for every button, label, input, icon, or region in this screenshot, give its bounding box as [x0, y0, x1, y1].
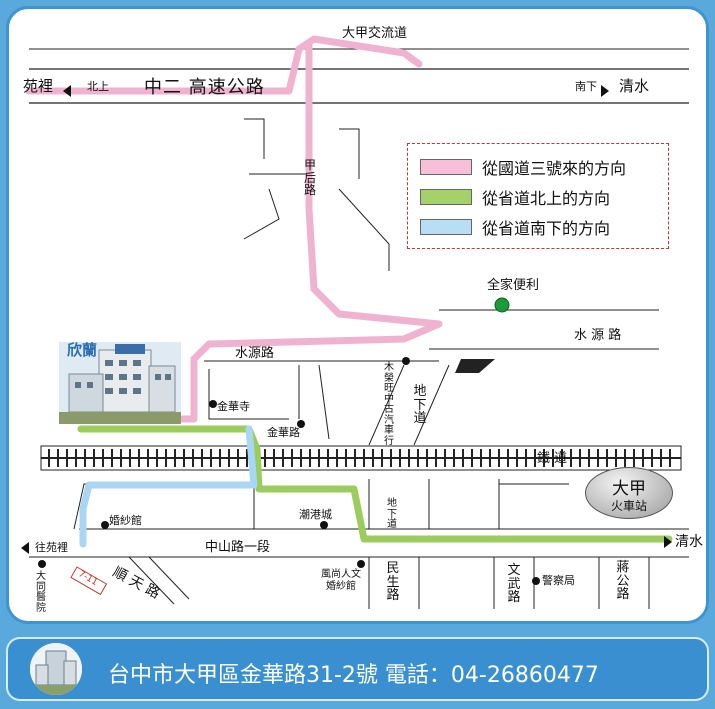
station-sign: 大甲 火車站 — [585, 467, 673, 519]
wenwu-road-label: 文武路 — [507, 563, 521, 606]
legend-row-green: 從省道北上的方向 — [420, 186, 610, 208]
highway-west-label: 苑裡 — [23, 77, 54, 95]
chaogang-marker — [320, 521, 328, 529]
highway-east-dir: 南下 — [575, 80, 597, 93]
railway-label: 鐵 道 — [537, 451, 568, 466]
dajia-interchange-label: 大甲交流道 — [342, 26, 408, 41]
legend-label: 從省道南下的方向 — [482, 219, 611, 238]
address-text: 台中市大甲區金華路31-2號 電話：04-26860477 — [108, 663, 599, 688]
east-end-label: 清水 — [675, 534, 703, 550]
wedding-label: 婚紗館 — [109, 514, 142, 527]
police-label: 警察局 — [542, 574, 575, 587]
chaogang-label: 潮港城 — [299, 508, 332, 521]
legend: 從國道三號來的方向 從省道北上的方向 從省道南下的方向 — [407, 143, 669, 249]
parking-block — [455, 359, 495, 373]
temple-label: 金華寺 — [217, 400, 250, 413]
building-thumbnail — [30, 643, 82, 695]
map-drawing — [21, 35, 689, 609]
arrow-east-south — [664, 536, 672, 548]
arrow-east-highway — [601, 85, 609, 97]
highway-west-dir: 北上 — [87, 80, 109, 93]
highway-east-label: 清水 — [619, 77, 650, 95]
wedding-marker — [101, 521, 109, 529]
hospital-label: 大同醫院 — [36, 571, 46, 614]
minsheng-road-label: 民生路 — [386, 561, 400, 604]
legend-swatch-pink — [420, 159, 472, 175]
familymart-marker — [494, 297, 510, 313]
arrow-west-south — [21, 542, 29, 554]
legend-swatch-blue — [420, 219, 472, 235]
building-photo — [59, 342, 181, 424]
route-southbound — [79, 425, 258, 548]
jinhua-road-label: 金華路 — [267, 426, 300, 439]
legend-swatch-green — [420, 189, 472, 205]
arrow-west-highway — [63, 85, 71, 97]
station-sub: 火車站 — [610, 499, 647, 513]
zhongshan-road-label: 中山路一段 — [205, 540, 271, 555]
building-illustration — [59, 342, 181, 424]
seven-eleven-tag — [70, 566, 108, 596]
map-panel: 大甲交流道 苑裡 北上 中二 高速公路 南下 清水 甲后路 從國道三號來的方向 … — [6, 6, 709, 624]
carshop-marker — [402, 357, 410, 365]
address-footer: 台中市大甲區金華路31-2號 電話：04-26860477 — [6, 637, 709, 701]
jianggong-road-label: 蔣公路 — [616, 560, 630, 603]
carshop-label: 木榮旺中古汽車行 — [384, 362, 394, 447]
shuiyuan-east-label: 水 源 路 — [574, 328, 622, 343]
underpass-label-north: 地下道 — [413, 384, 427, 427]
hospital-marker — [38, 560, 46, 568]
legend-label: 從省道北上的方向 — [482, 189, 611, 208]
station-name: 大甲 — [612, 479, 646, 499]
familymart-label: 全家便利 — [487, 278, 540, 293]
temple-marker — [209, 400, 217, 408]
underpass-label-south: 地下道 — [387, 498, 397, 530]
jinhua-marker — [297, 420, 305, 428]
fengshang-label: 風尚人文婚紗館 — [321, 569, 361, 592]
route-from-freeway3 — [25, 35, 443, 423]
police-marker — [532, 577, 540, 585]
jiahou-road-label: 甲后路 — [303, 158, 316, 198]
legend-row-blue: 從省道南下的方向 — [420, 216, 610, 238]
legend-label: 從國道三號來的方向 — [482, 159, 627, 178]
legend-row-pink: 從國道三號來的方向 — [420, 156, 626, 178]
brand-name: 欣蘭 — [67, 341, 98, 359]
rail-ties — [48, 449, 671, 467]
west-end-label: 往苑裡 — [35, 541, 68, 554]
footer-building-logo — [30, 643, 82, 695]
shuiyuan-west-label: 水源路 — [235, 346, 275, 361]
highway-label: 中二 高速公路 — [144, 77, 265, 98]
fengshang-marker — [357, 560, 365, 568]
